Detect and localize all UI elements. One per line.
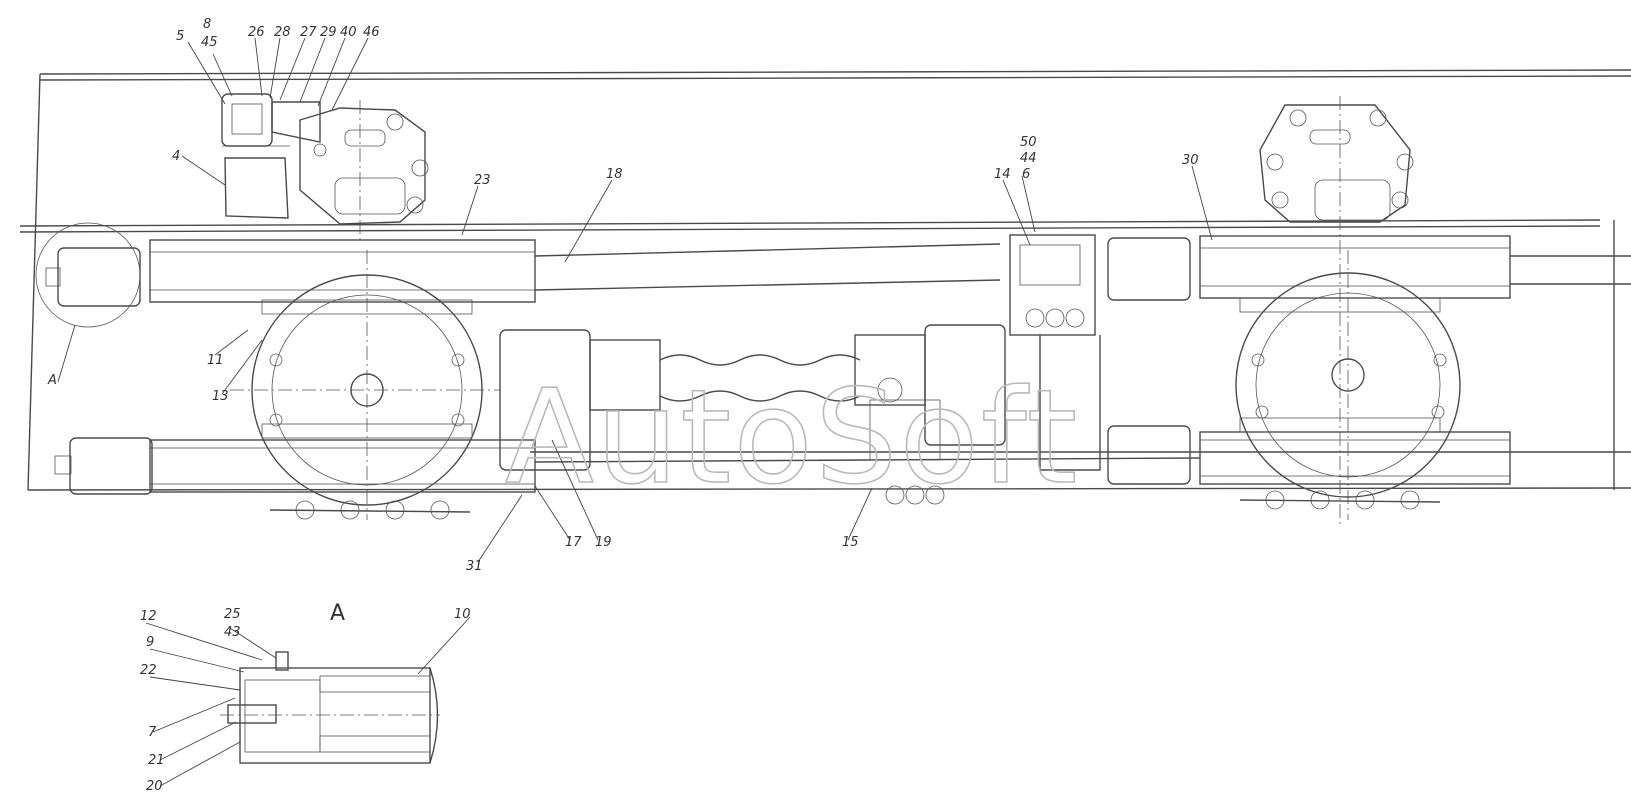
detail-view-a <box>220 651 440 764</box>
callout-7: 7 <box>148 725 157 740</box>
callout-13: 13 <box>212 389 229 404</box>
callout-14: 14 <box>994 167 1011 182</box>
watermark-text: AutoSoft <box>505 361 1079 513</box>
callout-8: 8 <box>203 17 211 32</box>
upper-reaction-rod <box>149 235 1631 303</box>
callout-9: 9 <box>146 635 154 650</box>
callout-27: 27 <box>300 25 317 40</box>
callout-23: 23 <box>474 173 491 188</box>
callout-50: 50 <box>1020 135 1037 150</box>
callout-11: 11 <box>207 353 224 368</box>
callout-25: 25 <box>224 607 241 622</box>
spring-pads <box>269 490 1441 520</box>
callout-40: 40 <box>340 25 357 40</box>
callout-10: 10 <box>454 607 471 622</box>
right-axle-hub <box>1235 250 1461 520</box>
frame-rails <box>19 69 1631 491</box>
shock-absorber-mount <box>221 93 321 219</box>
callout-26: 26 <box>248 25 265 40</box>
callout-29: 29 <box>320 25 337 40</box>
callout-45: 45 <box>201 35 218 50</box>
right-bracket <box>1259 96 1414 528</box>
central-mount <box>885 234 1101 505</box>
callout-17: 17 <box>565 535 582 550</box>
callout-4: 4 <box>172 149 180 164</box>
callout-30: 30 <box>1182 153 1199 168</box>
callout-15: 15 <box>842 535 859 550</box>
callout-21: 21 <box>148 753 165 768</box>
left-bracket <box>299 100 429 240</box>
callout-18: 18 <box>606 167 623 182</box>
leader-lines <box>57 37 1213 787</box>
lower-reaction-rod <box>149 431 1511 493</box>
rod-end-bushings <box>35 222 1191 495</box>
callout-a: A <box>47 373 57 388</box>
callout-12: 12 <box>140 609 157 624</box>
callout-31: 31 <box>466 559 483 574</box>
driveshaft <box>499 324 1006 471</box>
callout-6: 6 <box>1022 167 1030 182</box>
callout-43: 43 <box>224 625 241 640</box>
callout-22: 22 <box>140 663 157 678</box>
callout-5: 5 <box>176 29 184 44</box>
callout-20: 20 <box>146 779 163 794</box>
callout-28: 28 <box>274 25 291 40</box>
callout-44: 44 <box>1020 151 1037 166</box>
left-axle-hub <box>230 250 500 520</box>
callout-19: 19 <box>595 535 612 550</box>
callout-labels: 5 8 45 26 28 27 29 40 46 4 23 18 50 44 6… <box>47 17 1199 794</box>
detail-view-title: A <box>330 601 345 626</box>
callout-46: 46 <box>363 25 380 40</box>
